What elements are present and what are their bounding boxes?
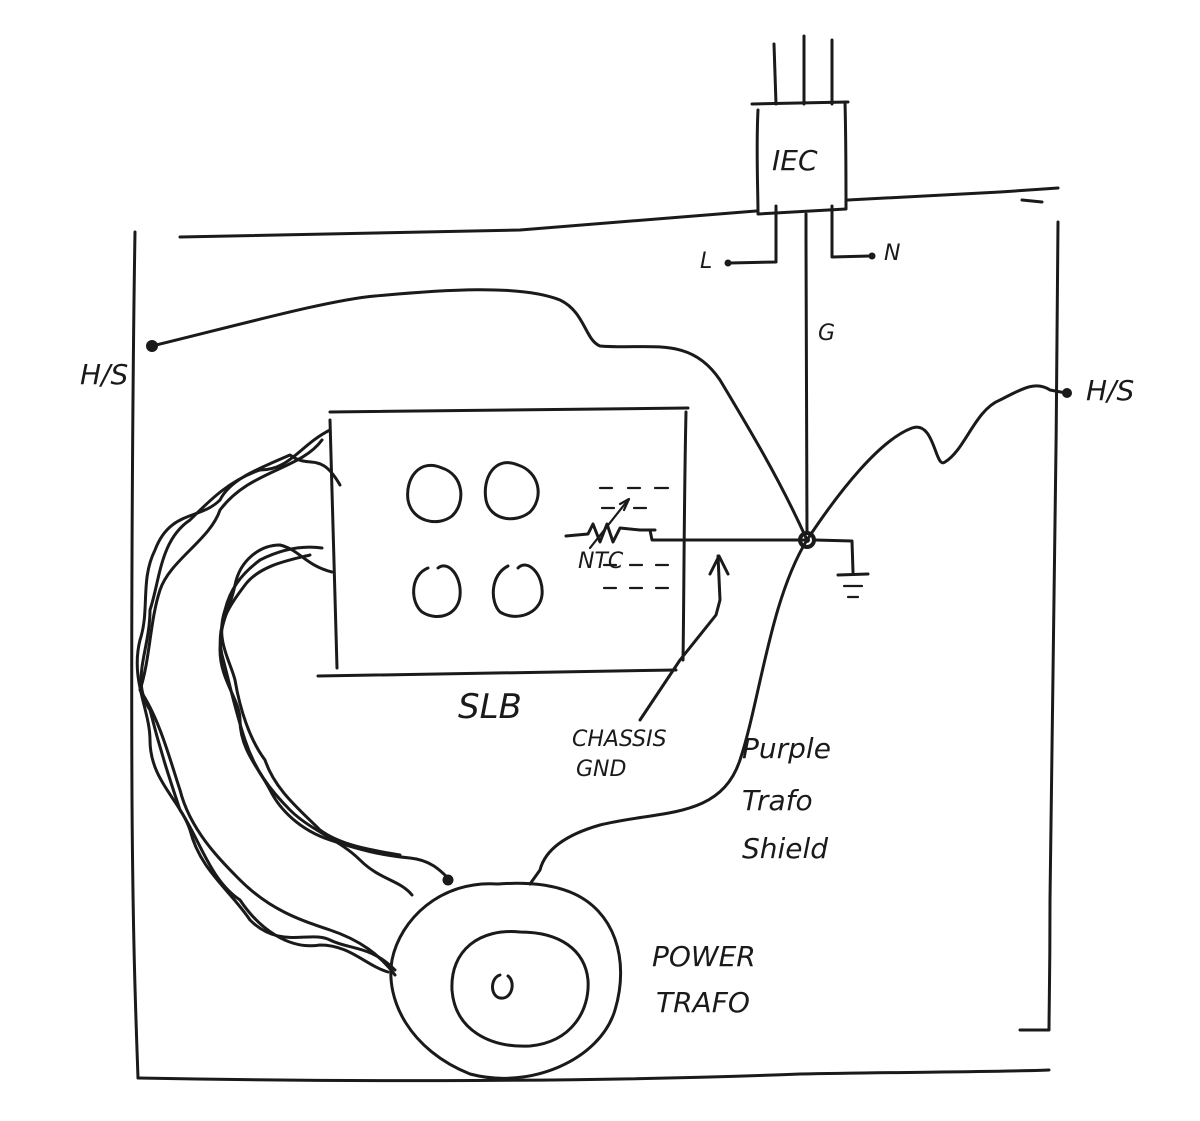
iec-inlet xyxy=(724,34,876,267)
heatsink-right-wire xyxy=(805,384,1072,542)
filter-capacitors xyxy=(406,461,544,618)
twisted-wires-outer xyxy=(135,428,397,977)
ntc-thermistor xyxy=(564,497,657,550)
power-trafo-label-line2: TRAFO xyxy=(656,986,750,1019)
chassis-outline xyxy=(130,186,1060,1083)
chassis-gnd-label-line1: CHASSIS xyxy=(572,727,667,752)
power-trafo-label-line1: POWER xyxy=(652,940,756,973)
power-transformer xyxy=(389,881,623,1080)
purple-label-line3: Shield xyxy=(742,832,828,865)
neutral-label: N xyxy=(884,241,900,266)
chassis-gnd-label-line2: GND xyxy=(576,757,626,782)
purple-label-line1: Purple xyxy=(742,732,831,765)
twisted-wires-inner xyxy=(218,543,450,897)
earth-ground-symbol xyxy=(813,538,870,599)
slb-board xyxy=(316,406,690,678)
heatsink-right-label: H/S xyxy=(1086,374,1134,407)
ground-wire xyxy=(804,238,809,538)
ground-label: G xyxy=(818,321,835,346)
slb-label: SLB xyxy=(458,687,522,727)
line-label: L xyxy=(700,249,712,274)
trafo-tap-dot xyxy=(442,874,454,886)
purple-shield-wire xyxy=(528,538,809,886)
heatsink-left-wire xyxy=(146,288,809,542)
purple-label-line2: Trafo xyxy=(742,784,813,817)
heatsink-left-label: H/S xyxy=(80,358,128,391)
ntc-label: NTC xyxy=(578,549,624,574)
slb-traces xyxy=(598,486,670,590)
chassis-ground-wire xyxy=(638,528,809,722)
iec-label: IEC xyxy=(772,144,818,177)
